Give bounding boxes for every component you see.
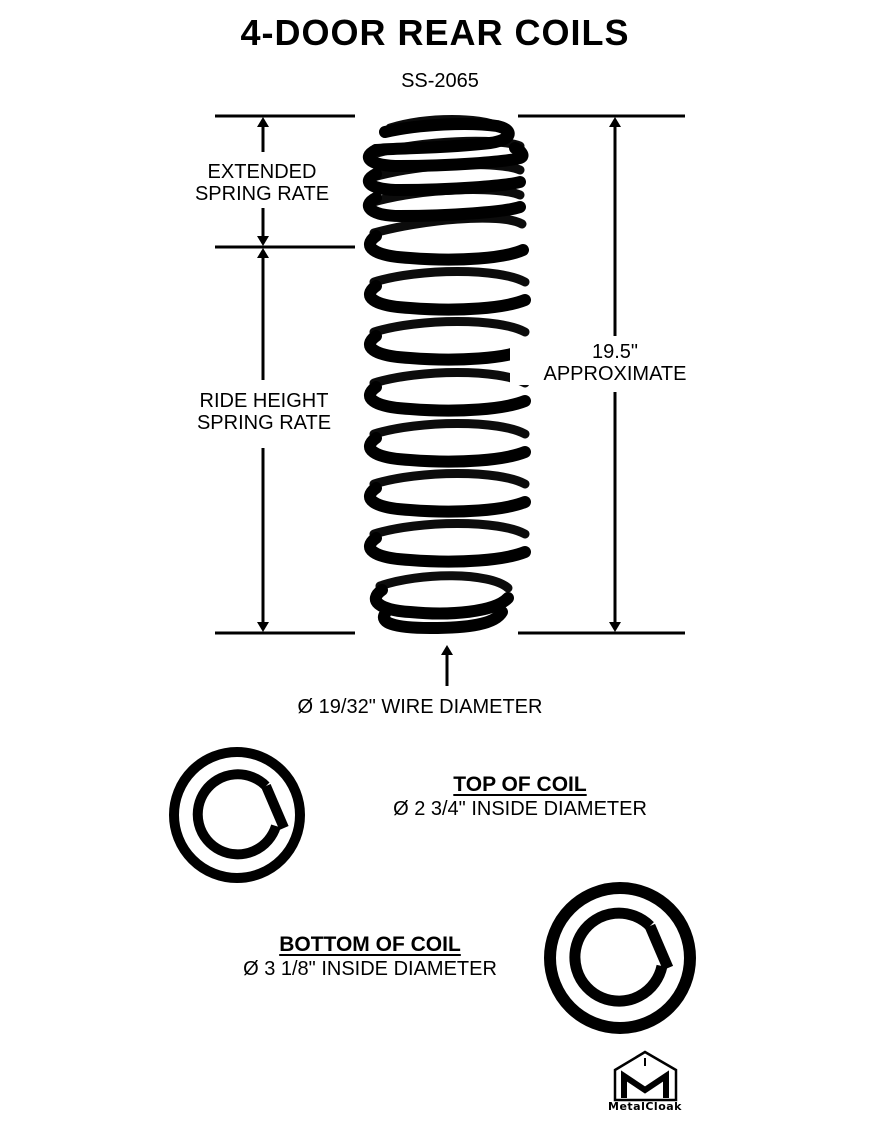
overall-label-line1: 19.5" (591, 341, 639, 363)
top-of-coil-icon (169, 747, 305, 883)
metalcloak-logo (613, 1050, 678, 1102)
top-of-coil-diameter: Ø 2 3/4" INSIDE DIAMETER (393, 798, 647, 820)
logo-wordmark: MetalCloak (608, 1100, 682, 1113)
ride-height-spring-rate-label: RIDE HEIGHT SPRING RATE (164, 390, 364, 434)
overall-label-line2: APPROXIMATE (543, 363, 687, 385)
ride-label-line1: RIDE HEIGHT (199, 390, 329, 412)
page-title: 4-DOOR REAR COILS (240, 12, 630, 53)
top-of-coil-spec: TOP OF COIL Ø 2 3/4" INSIDE DIAMETER (340, 773, 700, 821)
bottom-of-coil-icon (544, 882, 696, 1034)
top-coil-inner-ring (192, 769, 281, 860)
top-of-coil-heading: TOP OF COIL (453, 773, 587, 796)
bottom-coil-inner-ring (569, 907, 668, 1007)
bottom-coil-outer-ring (544, 882, 696, 1034)
extended-spring-rate-label: EXTENDED SPRING RATE (162, 161, 362, 205)
coil-spring (363, 115, 531, 635)
reference-lines (215, 114, 685, 635)
dimension-arrows (257, 117, 621, 686)
part-number: SS-2065 (401, 70, 479, 92)
top-coil-outer-ring (169, 747, 305, 883)
bottom-of-coil-heading: BOTTOM OF COIL (279, 933, 461, 956)
overall-length-label: 19.5" APPROXIMATE (510, 341, 720, 385)
extended-label-line1: EXTENDED (207, 161, 317, 183)
bottom-of-coil-diameter: Ø 3 1/8" INSIDE DIAMETER (243, 958, 497, 980)
bottom-of-coil-spec: BOTTOM OF COIL Ø 3 1/8" INSIDE DIAMETER (190, 933, 550, 981)
wire-diameter-label: Ø 19/32" WIRE DIAMETER (297, 696, 543, 718)
ride-label-line2: SPRING RATE (196, 412, 332, 434)
extended-label-line2: SPRING RATE (194, 183, 330, 205)
coil-front-segments (363, 118, 531, 635)
